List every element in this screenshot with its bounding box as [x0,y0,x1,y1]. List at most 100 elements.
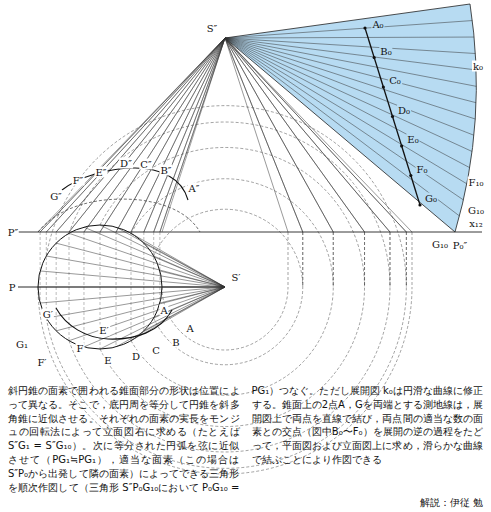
development-generatrix [225,38,472,151]
point-label: A″ [188,183,201,194]
point-label: B₀ [379,46,392,57]
development-region [225,4,476,232]
elevation-generatrix [131,38,225,232]
revolution-arc [154,287,303,365]
plan-generatrix [56,287,225,331]
plan-generatrix [40,287,225,303]
plan-generatrix [84,227,225,287]
development-generatrix [225,38,476,70]
elevation-generatrix [40,38,225,232]
projection-line [288,232,289,287]
elevation-generatrix [100,38,225,232]
development-generatrix [225,38,476,103]
true-length-line [225,38,365,232]
plan-generatrix [46,287,225,318]
projection-line [40,232,41,303]
point-label: G₁₀ [467,205,485,216]
development-generatrix [225,38,470,168]
elevation-generatrix [100,38,225,232]
point-label: A [159,305,168,316]
dashed-ellipse [38,199,200,232]
true-length-line [225,38,303,232]
elevation-generatrix [162,38,225,232]
elevation-generatrix [46,38,225,232]
plan-generatrix [69,233,225,287]
projection-line [83,232,84,347]
point-label: G₁ [15,339,29,350]
point-label: S″ [206,23,219,34]
point-label: B [171,337,180,348]
point-label: E″ [94,167,107,178]
point-label: F″ [72,175,85,186]
point-label: P₀″ [452,240,468,251]
point-label: F₀ [416,164,429,175]
elevation-generatrix [154,38,225,232]
ground-line [18,232,482,233]
plan-generatrix [84,287,225,347]
revolution-arc [162,287,288,350]
point-label: C [151,345,161,356]
plan-generatrix [131,233,225,287]
point-label: G″ [49,191,63,202]
true-length-line [225,38,412,232]
revolution-arc [100,147,365,287]
true-length-line [225,38,390,232]
point-label: G₁₀ [431,239,449,250]
point-label: x₁₂ [468,218,484,229]
elevation-generatrix [160,38,225,232]
development-generatrix [225,37,474,39]
true-length-line [225,38,365,232]
projection-line [302,232,303,287]
point-label: S′ [230,272,241,283]
development-generatrix [225,38,474,135]
development-generatrix [225,38,475,54]
point-label: E′ [98,325,110,336]
development-generatrix [225,38,463,200]
geodesic-development [365,28,420,205]
point-label: D₀ [397,105,411,116]
plan-generatrix [116,287,225,347]
elevation-generatrix [56,38,225,232]
point-label: k₀ [472,61,484,72]
point-label: F [76,343,85,354]
elevation-generatrix [40,38,225,232]
plan-generatrix [116,227,225,287]
development-generatrix [225,38,459,216]
plan-generatrix [162,287,225,288]
point-label: E [103,355,112,366]
true-length-line [225,38,288,232]
plan-generatrix [38,287,225,288]
true-length-line [225,38,406,232]
plan-generatrix [100,225,225,287]
point-label: P [8,282,17,293]
elevation-generatrix [69,38,225,232]
point-label: G′ [42,309,54,320]
projection-line [131,232,132,341]
point-label: A [185,323,194,334]
point-label: F₁₀ [468,177,485,188]
development-generatrix [225,21,472,38]
true-length-line [225,38,333,232]
elevation-generatrix [38,38,225,232]
author-credit: 解説：伊従 勉 [420,497,483,510]
true-length-line [225,38,303,232]
plan-generatrix [144,243,225,287]
development-generatrix [225,38,476,86]
projection-line [153,232,154,318]
point-label: C₀ [388,75,402,86]
true-length-line [225,38,333,232]
elevation-generatrix [131,38,225,232]
plan-generatrix [160,271,225,287]
geodesic-plan [56,308,172,339]
revolution-arc [46,106,406,287]
plan-generatrix [56,243,225,287]
point-label: P″ [7,227,19,238]
projection-line [46,232,47,318]
projection-line [302,232,303,287]
elevation-generatrix [69,38,225,232]
point-label: B″ [159,165,172,176]
point-label: D″ [119,158,133,169]
point-label: D [131,351,141,362]
point-label: E₀ [406,134,419,145]
